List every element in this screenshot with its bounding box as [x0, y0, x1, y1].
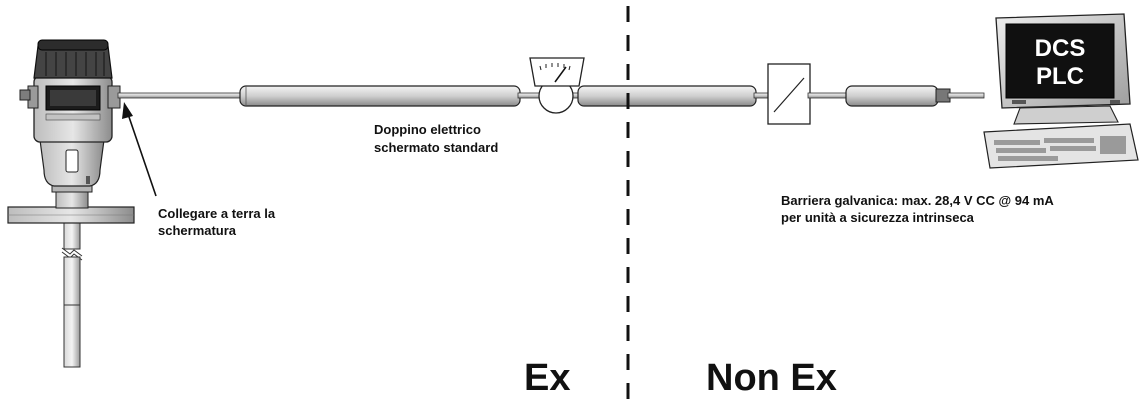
cable-run [117, 57, 985, 125]
probe-rod-lower [63, 304, 81, 368]
barrier-label-line-1: Barriera galvanica: max. 28,4 V CC @ 94 … [781, 193, 1054, 208]
cable-label-line-2: schermato standard [374, 140, 498, 155]
screen-text-plc: PLC [1036, 63, 1084, 90]
shielded-cable [577, 85, 757, 107]
break-mark [61, 247, 83, 257]
arrow-head-icon [122, 102, 133, 119]
galvanic-barrier [767, 63, 811, 125]
screen-text-dcs: DCS [1035, 35, 1086, 62]
loop-indicator [529, 57, 585, 114]
monitor-screen [1005, 23, 1115, 99]
zone-label-ex: Ex [524, 357, 570, 399]
probe-rod-upper [63, 221, 81, 250]
ground-note-line-2: schermatura [158, 223, 237, 238]
ground-annotation: Collegare a terra la schermatura [122, 102, 276, 238]
probe-rod-middle [63, 256, 81, 306]
monitor-base [1013, 105, 1119, 125]
zone-label-non-ex: Non Ex [706, 357, 837, 399]
control-computer: DCS PLC [983, 13, 1139, 169]
ground-note-line-1: Collegare a terra la [158, 206, 276, 221]
wire [117, 92, 243, 99]
shielded-cable [239, 85, 521, 107]
process-connection [55, 189, 89, 209]
shielded-cable [845, 85, 939, 107]
barrier-label-line-2: per unità a sicurezza intrinseca [781, 210, 975, 225]
level-transmitter [7, 39, 135, 368]
meter-needle [554, 66, 567, 83]
cable-label-line-1: Doppino elettrico [374, 122, 481, 137]
ground-pointer-line [127, 113, 157, 197]
meter-face [529, 57, 585, 87]
